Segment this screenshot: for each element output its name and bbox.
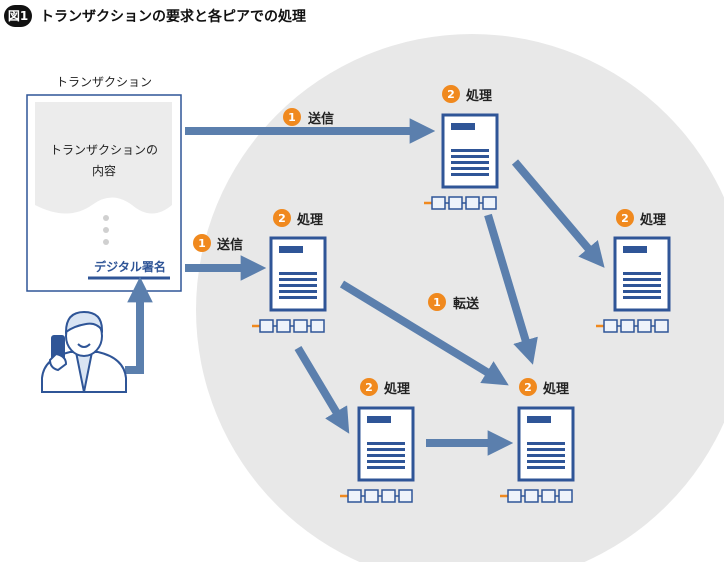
badge-num: 2 [278,212,286,225]
badge-num: 2 [621,212,629,225]
badge-num: 1 [288,111,296,124]
transaction-document [26,94,182,292]
badge-num: 2 [365,381,373,394]
send-label-mid: 送信 [217,238,244,253]
badge-num: 2 [447,88,455,101]
figure-title: トランザクションの要求と各ピアでの処理 [40,9,306,25]
digital-signature-label: デジタル署名 [94,260,166,274]
process-label-mid: 処理 [297,213,324,228]
user-to-signature-arrow [125,276,153,374]
process-label-right: 処理 [640,213,667,228]
arrow-top-to-right [511,159,605,268]
badge-proc-bottom-right [519,378,537,396]
badge-num: 1 [198,237,206,250]
send-label-top: 送信 [308,112,335,127]
badge-proc-mid [273,209,291,227]
step-badges [193,85,634,396]
transaction-label: トランザクション [55,75,152,89]
user-icon [41,310,127,393]
process-label-bottom: 処理 [384,382,411,397]
badge-num: 1 [433,296,441,309]
arrow-mid-to-bottom [294,345,350,434]
forward-arrow [339,280,509,386]
transaction-content: トランザクションの 内容 [34,140,174,182]
badge-proc-right [616,209,634,227]
arrows [125,118,605,456]
transaction-content-line2: 内容 [91,164,116,178]
transaction-content-line1: トランザクションの [49,143,158,157]
badge-num: 2 [524,381,532,394]
badge-forward [428,293,446,311]
figure-badge: 図1 [4,5,32,27]
badge-send-top [283,108,301,126]
arrow-top-to-bottom-right [484,213,538,365]
badge-proc-bottom [360,378,378,396]
process-label-top: 処理 [466,89,493,104]
badge-send-mid [193,234,211,252]
process-label-bottom-right: 処理 [543,382,570,397]
badge-proc-top [442,85,460,103]
forward-label: 転送 [453,297,480,312]
